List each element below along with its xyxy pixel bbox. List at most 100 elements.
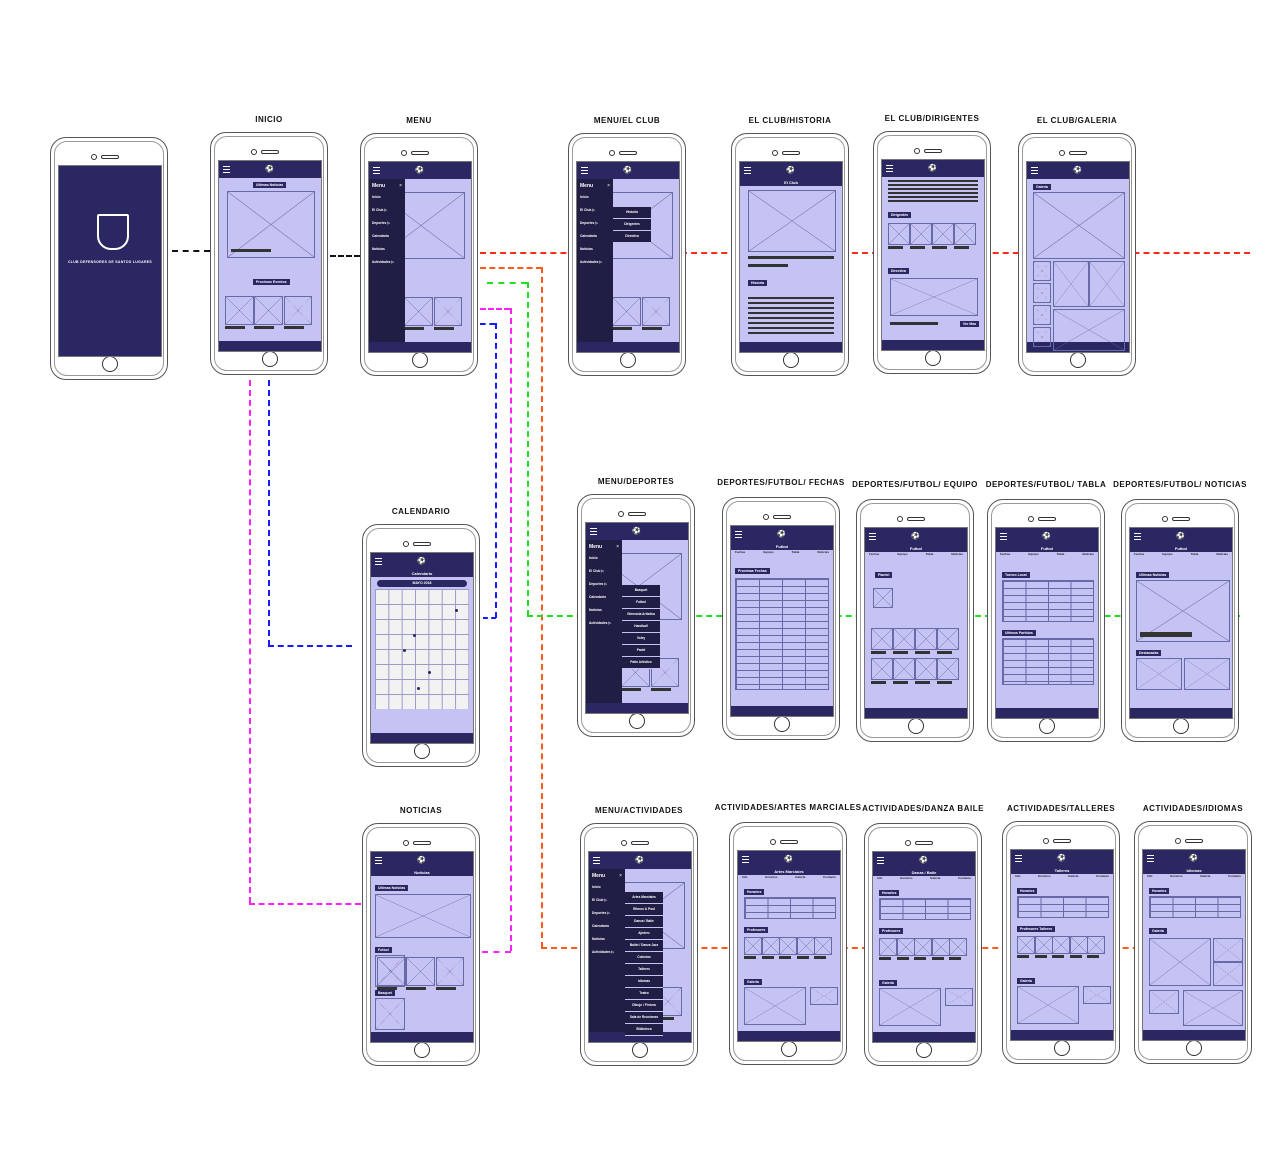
home-button[interactable]: [1070, 352, 1086, 368]
home-button[interactable]: [781, 1041, 797, 1057]
event-dot[interactable]: [428, 671, 431, 674]
home-button[interactable]: [1186, 1040, 1202, 1056]
submenu-item[interactable]: Futbol: [622, 597, 660, 609]
menu-item-noticias[interactable]: Noticias: [589, 608, 602, 612]
tab[interactable]: Equipo: [763, 550, 774, 554]
hamburger-menu-icon[interactable]: [744, 167, 751, 174]
tab[interactable]: Galeria: [1200, 874, 1211, 878]
tab[interactable]: Horarios: [1038, 874, 1051, 878]
submenu-item[interactable]: Ballet / Danza Jazz: [625, 940, 663, 952]
tab[interactable]: Noticias: [1082, 552, 1094, 556]
close-icon[interactable]: ×: [607, 183, 610, 189]
submenu-item[interactable]: Danza / Baile: [625, 916, 663, 928]
submenu-item[interactable]: Dibujo / Pintura: [625, 1000, 663, 1012]
tab[interactable]: Info: [742, 875, 748, 879]
tab[interactable]: Fechas: [1000, 552, 1011, 556]
hamburger-menu-icon[interactable]: [375, 857, 382, 864]
close-icon[interactable]: ×: [399, 183, 402, 189]
hamburger-menu-icon[interactable]: [1031, 167, 1038, 174]
menu-item-deportes[interactable]: Deportes ▷: [592, 911, 610, 915]
submenu-item[interactable]: Voley: [622, 633, 660, 645]
event-dot[interactable]: [417, 687, 420, 690]
menu-item-actividades[interactable]: Actividades ▷: [589, 621, 611, 625]
event-dot[interactable]: [455, 609, 458, 612]
hamburger-menu-icon[interactable]: [1000, 533, 1007, 540]
hamburger-menu-icon[interactable]: [373, 167, 380, 174]
home-button[interactable]: [916, 1042, 932, 1058]
submenu-item[interactable]: Ritmos & Pool: [625, 904, 663, 916]
menu-item-inicio[interactable]: Inicio: [580, 195, 589, 199]
tab[interactable]: Tabla: [1056, 552, 1065, 556]
tab[interactable]: Galeria: [1068, 874, 1079, 878]
home-button[interactable]: [1039, 718, 1055, 734]
menu-item-actividades[interactable]: Actividades ▷: [372, 260, 394, 264]
hamburger-menu-icon[interactable]: [1147, 855, 1154, 862]
tab[interactable]: Equipo: [897, 552, 908, 556]
tab[interactable]: Galeria: [795, 875, 806, 879]
hamburger-menu-icon[interactable]: [869, 533, 876, 540]
tab[interactable]: Noticias: [817, 550, 829, 554]
hamburger-menu-icon[interactable]: [877, 857, 884, 864]
home-button[interactable]: [620, 352, 636, 368]
menu-item-deportes[interactable]: Deportes ▷: [580, 221, 598, 225]
tab[interactable]: Tabla: [925, 552, 934, 556]
tab[interactable]: Equipo: [1028, 552, 1039, 556]
submenu-item[interactable]: Handball: [622, 621, 660, 633]
home-button[interactable]: [783, 352, 799, 368]
tab[interactable]: Fechas: [735, 550, 746, 554]
menu-item-inicio[interactable]: Inicio: [592, 885, 601, 889]
menu-item-calendario[interactable]: Calendario: [372, 234, 390, 238]
submenu-item[interactable]: Biblioteca: [625, 1024, 663, 1036]
submenu-item[interactable]: Idiomas: [625, 976, 663, 988]
menu-item-calendario[interactable]: Calendario: [589, 595, 607, 599]
menu-item-el-club[interactable]: El Club ▷: [592, 898, 607, 902]
menu-item-el-club[interactable]: El Club ▷: [372, 208, 387, 212]
home-button[interactable]: [629, 713, 645, 729]
menu-item-actividades[interactable]: Actividades ▷: [580, 260, 602, 264]
tab[interactable]: Tabla: [1190, 552, 1199, 556]
submenu-item[interactable]: Sala de Reuniones: [625, 1012, 663, 1024]
menu-item-noticias[interactable]: Noticias: [592, 937, 605, 941]
menu-item-deportes[interactable]: Deportes ▷: [589, 582, 607, 586]
close-icon[interactable]: ×: [619, 873, 622, 879]
menu-item-deportes[interactable]: Deportes ▷: [372, 221, 390, 225]
tab[interactable]: Contacto: [958, 876, 971, 880]
tab[interactable]: Horarios: [765, 875, 778, 879]
menu-item-calendario[interactable]: Calendario: [592, 924, 610, 928]
home-button[interactable]: [414, 743, 430, 759]
tab[interactable]: Galeria: [930, 876, 941, 880]
tab[interactable]: Info: [1015, 874, 1021, 878]
home-button[interactable]: [925, 350, 941, 366]
month-selector[interactable]: MAYO 2018: [377, 580, 467, 587]
home-button[interactable]: [412, 352, 428, 368]
hamburger-menu-icon[interactable]: [593, 857, 600, 864]
submenu-item[interactable]: Dirigentes: [613, 219, 651, 231]
tab[interactable]: Tabla: [791, 550, 800, 554]
home-button[interactable]: [1173, 718, 1189, 734]
home-button[interactable]: [414, 1042, 430, 1058]
tab[interactable]: Noticias: [1216, 552, 1228, 556]
submenu-item[interactable]: Gimnasia Artistica: [622, 609, 660, 621]
hamburger-menu-icon[interactable]: [590, 528, 597, 535]
submenu-item[interactable]: Directiva: [613, 231, 651, 243]
hamburger-menu-icon[interactable]: [886, 165, 893, 172]
menu-item-el-club[interactable]: El Club ▷: [589, 569, 604, 573]
tab[interactable]: Contacto: [1228, 874, 1241, 878]
hamburger-menu-icon[interactable]: [581, 167, 588, 174]
hamburger-menu-icon[interactable]: [742, 856, 749, 863]
close-icon[interactable]: ×: [616, 544, 619, 550]
home-button[interactable]: [102, 356, 118, 372]
tab[interactable]: Equipo: [1162, 552, 1173, 556]
menu-item-el-club[interactable]: El Club ▷: [580, 208, 595, 212]
submenu-item[interactable]: Colonias: [625, 952, 663, 964]
tab[interactable]: Info: [877, 876, 883, 880]
calendar-grid[interactable]: [375, 589, 469, 709]
submenu-item[interactable]: Artes Marciales: [625, 892, 663, 904]
tab[interactable]: Noticias: [951, 552, 963, 556]
home-button[interactable]: [632, 1042, 648, 1058]
event-dot[interactable]: [403, 649, 406, 652]
submenu-item[interactable]: Patin Artistico: [622, 657, 660, 669]
hamburger-menu-icon[interactable]: [375, 558, 382, 565]
menu-item-actividades[interactable]: Actividades ▷: [592, 950, 614, 954]
menu-item-inicio[interactable]: Inicio: [372, 195, 381, 199]
